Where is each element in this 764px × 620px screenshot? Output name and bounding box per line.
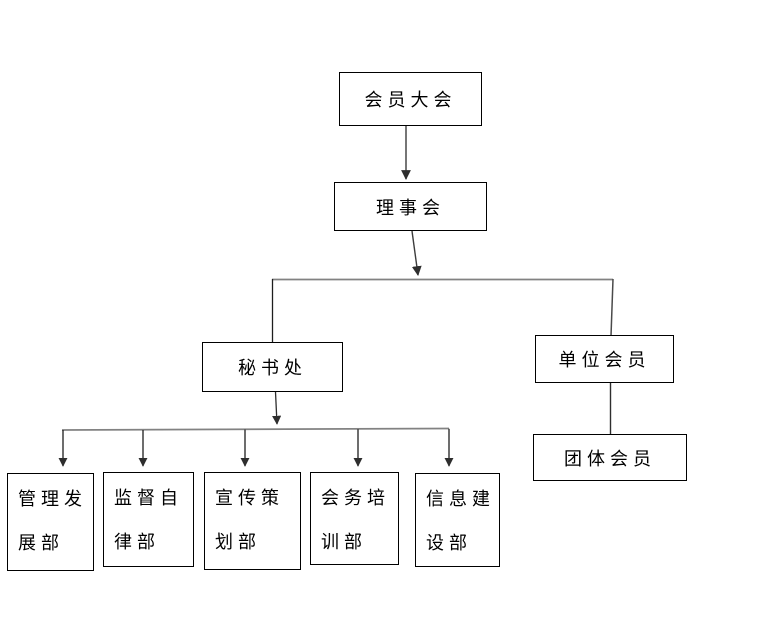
node-group-member: 团体会员 [533, 434, 687, 481]
node-label: 宣传策划部 [215, 488, 284, 552]
node-dept-supervision-self-discipline: 监督自律部 [103, 472, 194, 567]
node-label: 团体会员 [564, 448, 656, 469]
node-label: 秘书处 [238, 358, 307, 378]
node-label: 会务培训部 [321, 488, 390, 552]
node-label: 管理发展部 [18, 489, 87, 553]
node-label: 信息建设部 [426, 489, 495, 553]
node-dept-publicity-planning: 宣传策划部 [204, 472, 301, 570]
bus-departments [61, 427, 450, 431]
node-secretariat: 秘书处 [202, 342, 343, 392]
edge-secretariat-bus [272, 391, 282, 425]
node-dept-information-construction: 信息建设部 [415, 473, 500, 567]
node-council: 理事会 [334, 182, 487, 231]
node-label: 理事会 [376, 197, 445, 218]
edge-bus-unit-member [610, 278, 614, 337]
node-label: 会员大会 [364, 90, 457, 110]
node-member-assembly: 会员大会 [339, 72, 482, 126]
node-label: 单位会员 [558, 350, 651, 370]
node-label: 监督自律部 [114, 488, 183, 552]
edge-council-bus [411, 230, 422, 276]
node-dept-conference-training: 会务培训部 [310, 472, 399, 565]
node-dept-management-development: 管理发展部 [7, 473, 94, 571]
node-unit-member: 单位会员 [535, 335, 674, 383]
